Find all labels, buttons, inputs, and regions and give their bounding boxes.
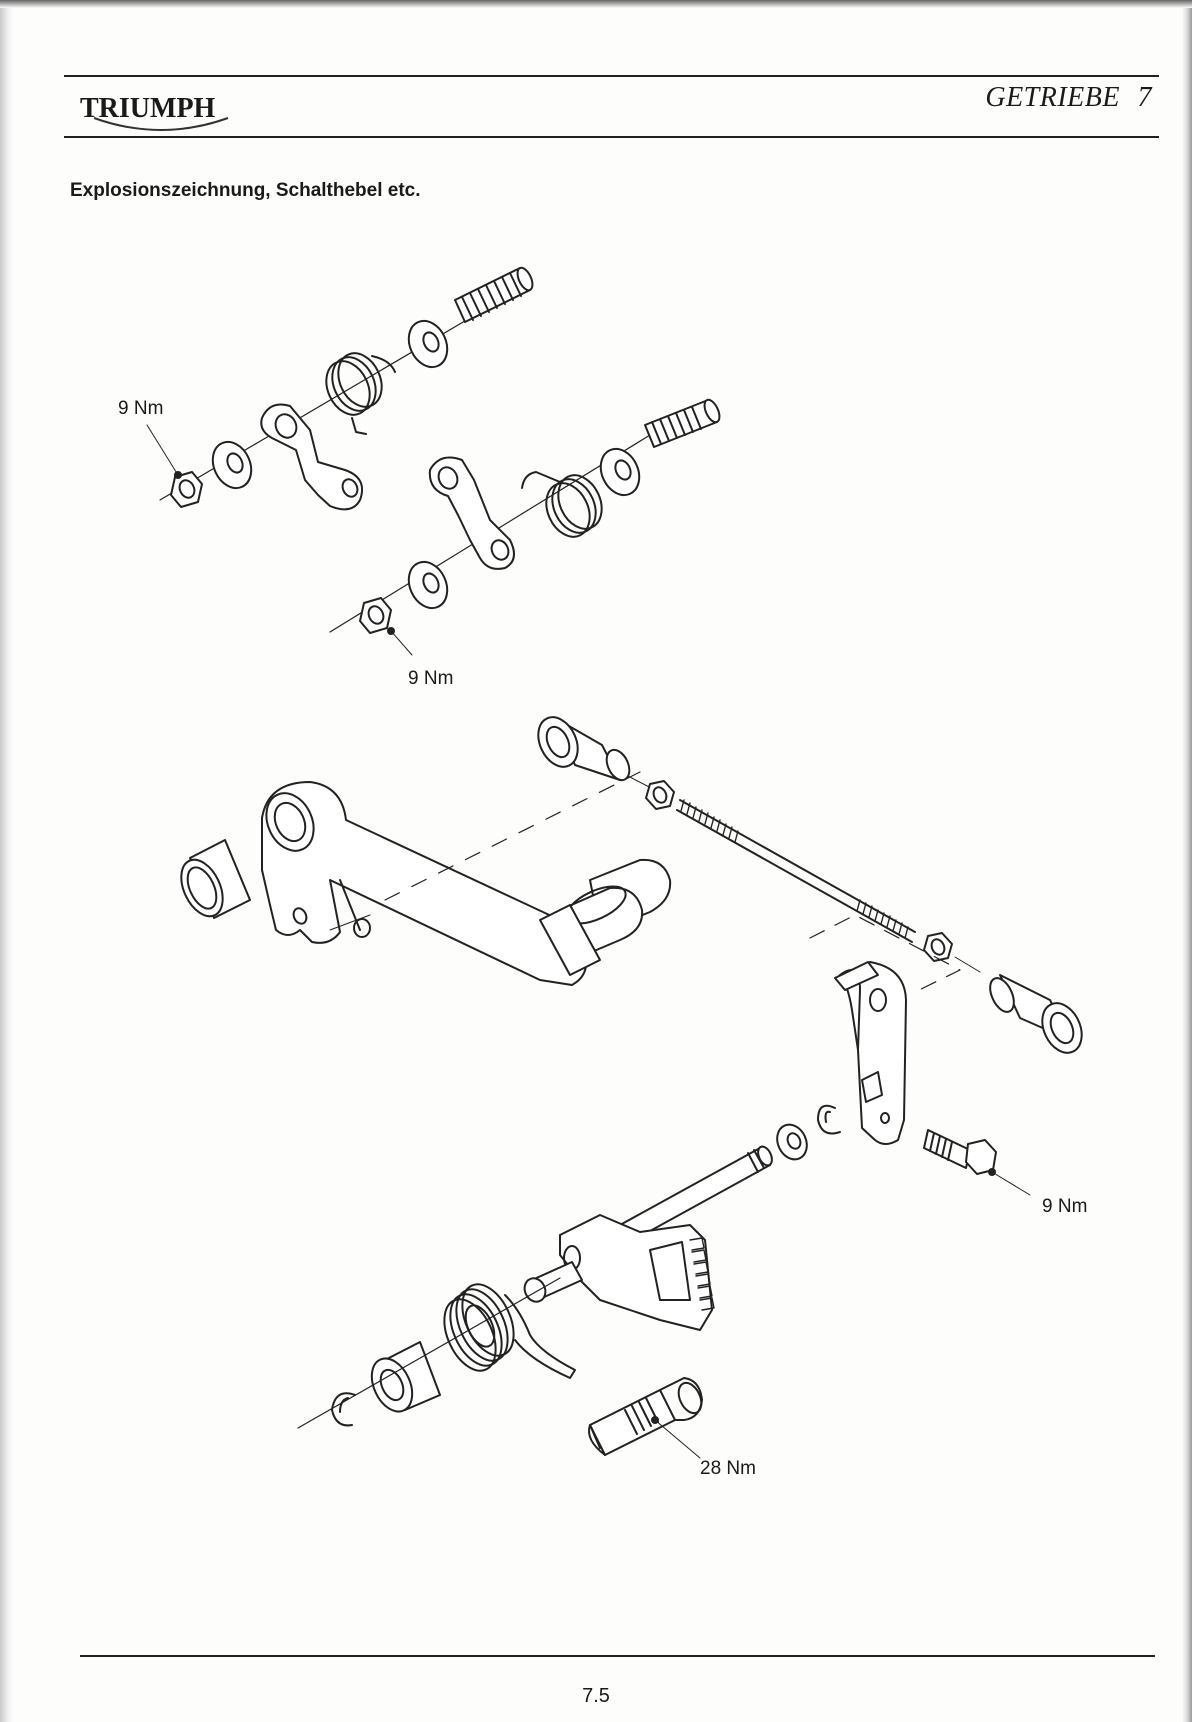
torque-label-upper-lower: 9 Nm <box>408 668 454 689</box>
circlip-spring <box>331 1392 356 1427</box>
washer-upper-2 <box>599 447 641 497</box>
washer-shaft <box>776 1123 808 1161</box>
rod-nut-top <box>645 780 675 810</box>
torque-label-pivot-bolt: 28 Nm <box>700 1458 756 1479</box>
rod-end-top <box>537 716 631 782</box>
pivot-bolt <box>588 1377 703 1456</box>
threaded-rod <box>676 799 916 943</box>
nut-upper-2 <box>359 597 395 635</box>
chapter-heading: GETRIEBE 7 <box>985 82 1152 114</box>
page-number: 7.5 <box>582 1685 610 1707</box>
chapter-title: GETRIEBE <box>985 82 1120 113</box>
spring-bushing <box>370 1341 441 1413</box>
circlip-shaft <box>817 1104 841 1135</box>
tie-rod-assembly <box>537 716 1083 1054</box>
upper-linkage-2 <box>329 398 721 656</box>
gear-pedal-assembly <box>180 771 672 986</box>
nut-upper-1 <box>170 471 203 508</box>
torque-label-upper-left: 9 Nm <box>118 398 164 419</box>
foot-peg-rubber <box>539 858 672 976</box>
rod-end-bottom <box>989 974 1083 1054</box>
shift-arm <box>834 961 907 1145</box>
spring-upper-2 <box>521 471 603 538</box>
lever-upper-1 <box>260 403 364 511</box>
washer-upper-1 <box>407 319 449 369</box>
torque-label-bolt-right: 9 Nm <box>1042 1196 1088 1217</box>
return-spring <box>443 1283 576 1379</box>
spring-upper-1 <box>325 352 396 435</box>
logo-text: TRIUMPH <box>80 93 216 124</box>
lever-upper-2 <box>428 456 515 570</box>
page-edge-shadow-top <box>0 0 1192 8</box>
page-edge-shadow-right <box>1182 0 1192 1722</box>
chapter-number: 7 <box>1137 82 1152 113</box>
section-title: Explosionszeichnung, Schalthebel etc. <box>70 180 421 201</box>
page-edge-shadow-left <box>0 0 14 1722</box>
selector-plate <box>559 1214 715 1331</box>
gear-pedal-lever <box>261 781 588 986</box>
triumph-logo-icon: TRIUMPH <box>80 93 229 131</box>
pinch-bolt <box>923 1129 997 1176</box>
shift-arm-assembly <box>776 961 1031 1196</box>
stud-upper-1 <box>454 266 534 323</box>
upper-linkage-1 <box>146 266 534 511</box>
header-rule-top <box>64 75 1159 77</box>
rod-nut-bottom <box>923 932 953 962</box>
header-rule-bottom <box>64 136 1159 138</box>
washer-upper-1b <box>211 440 253 490</box>
footer-rule <box>80 1655 1155 1657</box>
selector-shaft <box>619 1145 773 1243</box>
selector-shaft-assembly <box>297 1145 773 1459</box>
bushing-left <box>180 839 251 919</box>
washer-upper-2b <box>407 560 449 610</box>
exploded-view-diagram <box>146 266 1083 1459</box>
stud-upper-2 <box>644 398 721 448</box>
